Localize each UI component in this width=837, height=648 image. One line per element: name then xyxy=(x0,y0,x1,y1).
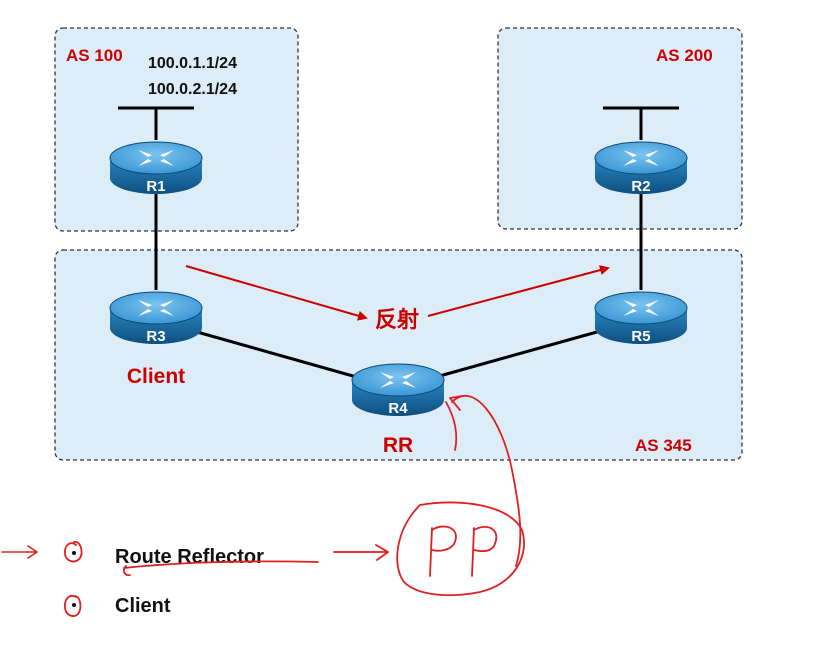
reflect-label: 反射 xyxy=(375,307,419,332)
bullet-route-reflector: Route Reflector xyxy=(115,546,264,568)
bullet-1: Route Reflector xyxy=(1,540,264,568)
bullet-2: Client xyxy=(63,595,171,617)
handwriting-annotation xyxy=(123,395,525,597)
lan-segment-r2 xyxy=(603,106,679,140)
as-345-label: AS 345 xyxy=(635,436,692,455)
lan-segment-r1 xyxy=(118,106,194,140)
client-role-label: Client xyxy=(127,365,185,388)
router-r2-label: R2 xyxy=(631,178,650,195)
router-r4: R4 xyxy=(351,363,445,417)
subnet-label-2: 100.0.2.1/24 xyxy=(148,81,237,98)
bullet-icon xyxy=(64,540,83,563)
router-r4-label: R4 xyxy=(388,400,408,417)
link-r4-r5 xyxy=(435,328,605,379)
router-r5: R5 xyxy=(594,291,688,345)
router-r1: R1 xyxy=(109,141,203,195)
rr-role-label: RR xyxy=(383,434,413,457)
reflect-arrow-in xyxy=(185,265,368,321)
bullet-client: Client xyxy=(115,595,171,617)
link-r3-r4 xyxy=(189,328,361,380)
as-100-label: AS 100 xyxy=(66,46,123,65)
bullet-icon xyxy=(63,595,82,617)
arrow-icon xyxy=(1,545,38,559)
router-r3-label: R3 xyxy=(146,328,165,345)
router-r2: R2 xyxy=(594,141,688,195)
router-r1-label: R1 xyxy=(146,178,165,195)
subnet-label-1: 100.0.1.1/24 xyxy=(148,55,237,72)
as-345-box xyxy=(54,249,743,461)
as-200-label: AS 200 xyxy=(656,46,713,65)
reflect-arrow-out xyxy=(427,265,610,317)
router-r5-label: R5 xyxy=(631,328,650,345)
router-r3: R3 xyxy=(109,291,203,345)
